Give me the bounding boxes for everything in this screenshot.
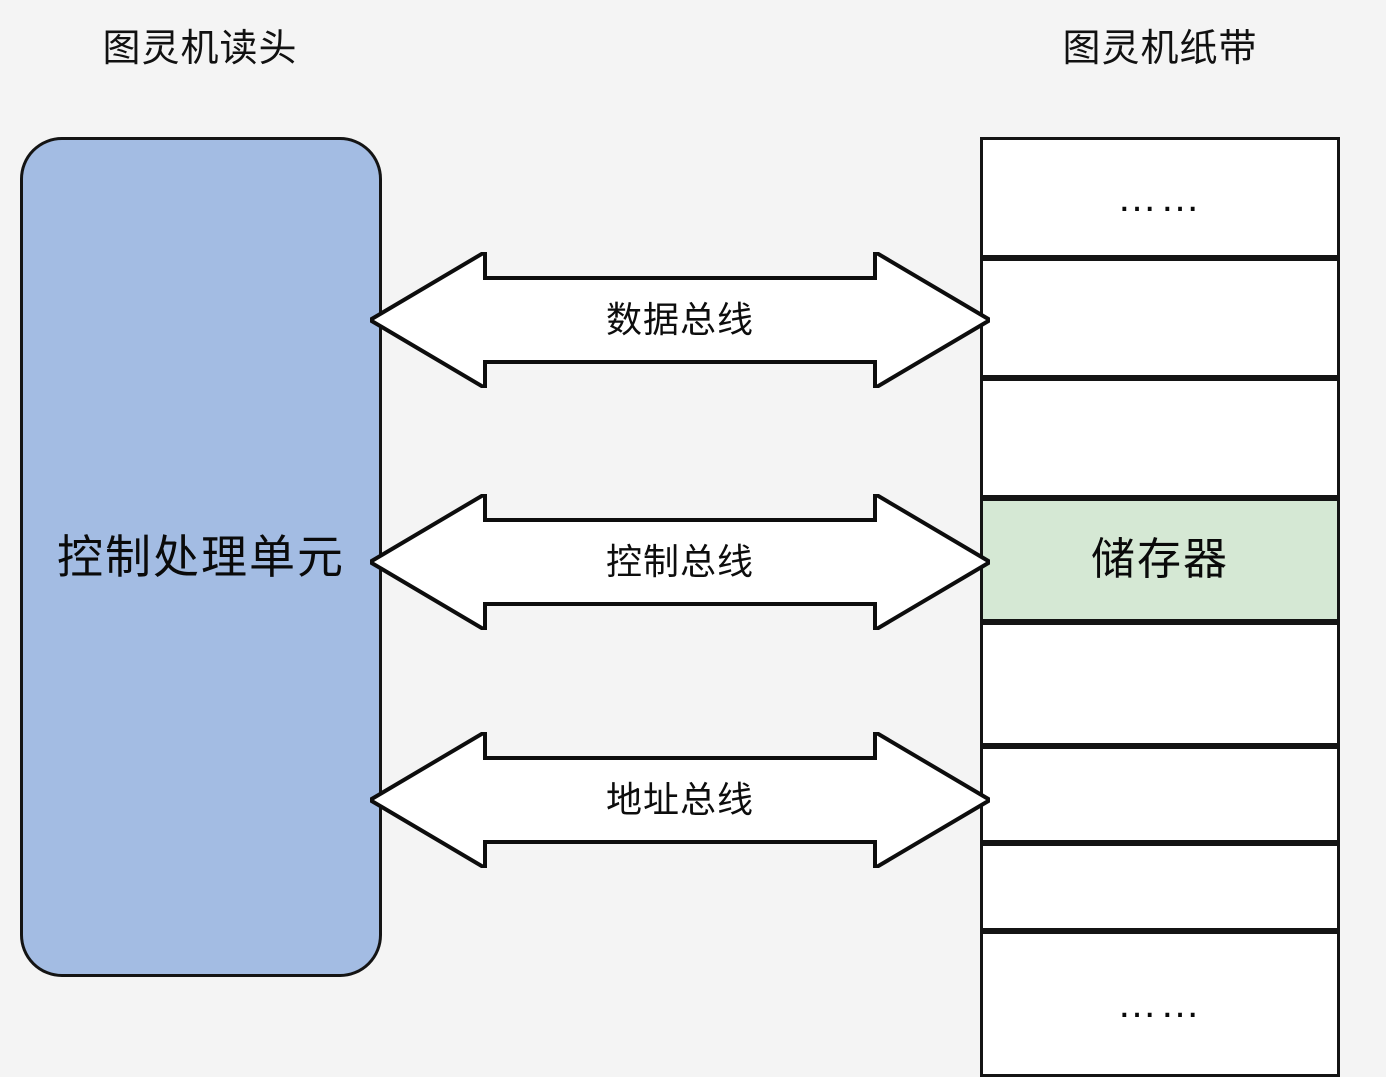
- cpu-node-label: 控制处理单元: [57, 531, 345, 583]
- cpu-node[interactable]: 控制处理单元: [20, 137, 382, 977]
- tape-cell-ellipsis: ……: [1117, 175, 1203, 220]
- tape-cell-label: 储存器: [1091, 535, 1229, 584]
- tape-cell[interactable]: [980, 843, 1340, 931]
- tape-cell-ellipsis: ……: [1117, 982, 1203, 1026]
- tape-cell[interactable]: ……: [980, 931, 1340, 1077]
- tape-cell[interactable]: [980, 378, 1340, 498]
- tape-cell[interactable]: [980, 258, 1340, 378]
- diagram-canvas: 图灵机读头 图灵机纸带 控制处理单元 …… 储存器 …… 数据总线控制总线地址总线: [20, 28, 1340, 1077]
- tape-cell[interactable]: [980, 746, 1340, 843]
- bus-arrow[interactable]: 数据总线: [370, 252, 990, 388]
- right-section-title: 图灵机纸带: [1062, 28, 1258, 70]
- bus-arrow[interactable]: 控制总线: [370, 494, 990, 630]
- tape-node: …… 储存器 ……: [980, 137, 1340, 1077]
- bidirectional-arrow-icon: [370, 732, 990, 868]
- bidirectional-arrow-icon: [370, 494, 990, 630]
- tape-cell[interactable]: ……: [980, 137, 1340, 258]
- left-section-title: 图灵机读头: [102, 28, 298, 70]
- tape-cell[interactable]: 储存器: [980, 498, 1340, 622]
- bidirectional-arrow-icon: [370, 252, 990, 388]
- tape-cell[interactable]: [980, 622, 1340, 746]
- bus-arrow[interactable]: 地址总线: [370, 732, 990, 868]
